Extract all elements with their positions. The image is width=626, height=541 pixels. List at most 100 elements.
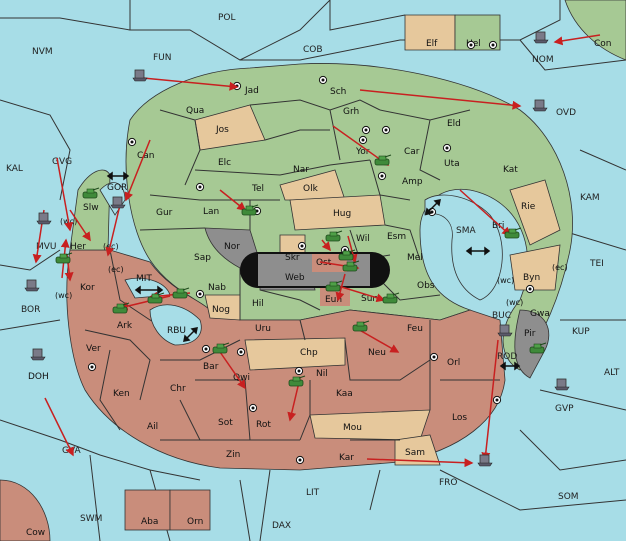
supply-center <box>429 352 439 362</box>
label-doh: DOH <box>28 372 49 382</box>
army-unit[interactable] <box>325 230 343 242</box>
label-orn: Orn <box>187 517 203 527</box>
label-fun: FUN <box>153 53 172 63</box>
label-lit: LIT <box>306 488 320 498</box>
label-kup: KUP <box>572 327 590 337</box>
label-jos: Jos <box>215 125 229 135</box>
label-pol: POL <box>218 13 236 23</box>
label-qwi: Qwi <box>233 373 250 383</box>
label-pir: Pir <box>524 329 536 339</box>
army-unit[interactable] <box>55 252 73 264</box>
supply-center <box>236 347 246 357</box>
coast-label: (ec) <box>552 263 568 272</box>
coast-label: (wc) <box>506 298 523 307</box>
order-arrow <box>359 89 522 110</box>
fleet-unit[interactable] <box>110 196 126 209</box>
army-unit[interactable] <box>374 154 392 166</box>
fleet-unit[interactable] <box>24 279 40 292</box>
label-buc: BUC <box>492 311 511 321</box>
label-slw: Slw <box>83 203 99 213</box>
fleet-unit[interactable] <box>36 212 52 225</box>
passage-arrow-gor <box>106 171 130 181</box>
label-nom: NOM <box>532 55 554 65</box>
label-rod: ROD <box>497 352 517 362</box>
label-mvu: MVU <box>36 242 57 252</box>
label-eld: Eld <box>447 119 461 129</box>
army-unit[interactable] <box>288 375 306 387</box>
label-mit: MIT <box>136 274 152 284</box>
army-unit[interactable] <box>212 342 230 354</box>
label-cow: Cow <box>26 528 45 538</box>
army-unit[interactable] <box>382 292 400 304</box>
label-web: Web <box>285 273 305 283</box>
fleet-unit[interactable] <box>554 378 570 391</box>
army-unit[interactable] <box>112 302 130 314</box>
label-som: SOM <box>558 492 579 502</box>
passage-arrows <box>106 171 521 371</box>
tan-regions <box>194 14 561 466</box>
fleet-unit[interactable] <box>532 99 548 112</box>
army-unit[interactable] <box>529 342 547 354</box>
order-arrow <box>219 351 246 390</box>
army-unit[interactable] <box>504 227 522 239</box>
fleet-unit[interactable] <box>533 31 549 44</box>
label-sch: Sch <box>330 87 346 97</box>
supply-centers <box>87 40 535 465</box>
army-unit[interactable] <box>338 249 356 261</box>
passage-arrow-sma <box>465 246 491 256</box>
fleet-unit[interactable] <box>497 324 513 337</box>
label-nog: Nog <box>212 305 230 315</box>
coast-label: (ec) <box>108 265 124 274</box>
supply-center <box>525 284 535 294</box>
label-zin: Zin <box>226 450 240 460</box>
passage-arrow-mit <box>134 285 164 295</box>
region-sam <box>394 434 441 466</box>
order-arrow <box>44 397 74 457</box>
army-unit[interactable] <box>241 204 259 216</box>
order-arrow <box>355 327 400 353</box>
supply-center <box>248 403 258 413</box>
region-rie <box>509 179 561 246</box>
supply-center <box>377 171 387 181</box>
fleet-unit[interactable] <box>477 454 493 467</box>
order-arrow <box>334 284 386 303</box>
label-mel: Mel <box>407 253 423 263</box>
fleet-unit[interactable] <box>132 69 148 82</box>
army-unit[interactable] <box>325 280 343 292</box>
region-chp <box>244 337 346 371</box>
label-los: Los <box>452 413 467 423</box>
label-rot: Rot <box>256 420 271 430</box>
supply-center <box>466 40 476 50</box>
label-con: Con <box>594 39 612 49</box>
label-gor: GOR <box>107 183 127 193</box>
army-unit[interactable] <box>82 187 100 199</box>
order-arrow <box>219 189 247 211</box>
order-arrow <box>553 34 601 46</box>
label-feu: Feu <box>407 324 423 334</box>
label-uta: Uta <box>444 159 460 169</box>
army-unit[interactable] <box>172 287 190 299</box>
army-unit[interactable] <box>342 260 360 272</box>
label-bri: Bri <box>492 221 504 231</box>
label-bor: BOR <box>21 305 40 315</box>
label-car: Car <box>404 147 420 157</box>
supply-center <box>492 395 502 405</box>
label-kor: Kor <box>80 283 95 293</box>
supply-center <box>295 455 305 465</box>
supply-center <box>294 366 304 376</box>
label-nil: Nil <box>316 369 328 379</box>
army-unit[interactable] <box>352 320 370 332</box>
coast-label: (wc) <box>497 276 514 285</box>
army-unit[interactable] <box>147 292 165 304</box>
supply-center <box>297 241 307 251</box>
label-lan: Lan <box>203 207 219 217</box>
supply-center <box>488 40 498 50</box>
label-gwa: Gwa <box>530 309 550 319</box>
passage-arrow-sma-upper <box>425 199 441 215</box>
label-gur: Gur <box>156 208 173 218</box>
label-fro: FRO <box>439 478 458 488</box>
supply-center <box>361 125 371 135</box>
fleet-unit[interactable] <box>30 348 46 361</box>
supply-center <box>195 289 205 299</box>
label-elf: Elf <box>426 39 438 49</box>
